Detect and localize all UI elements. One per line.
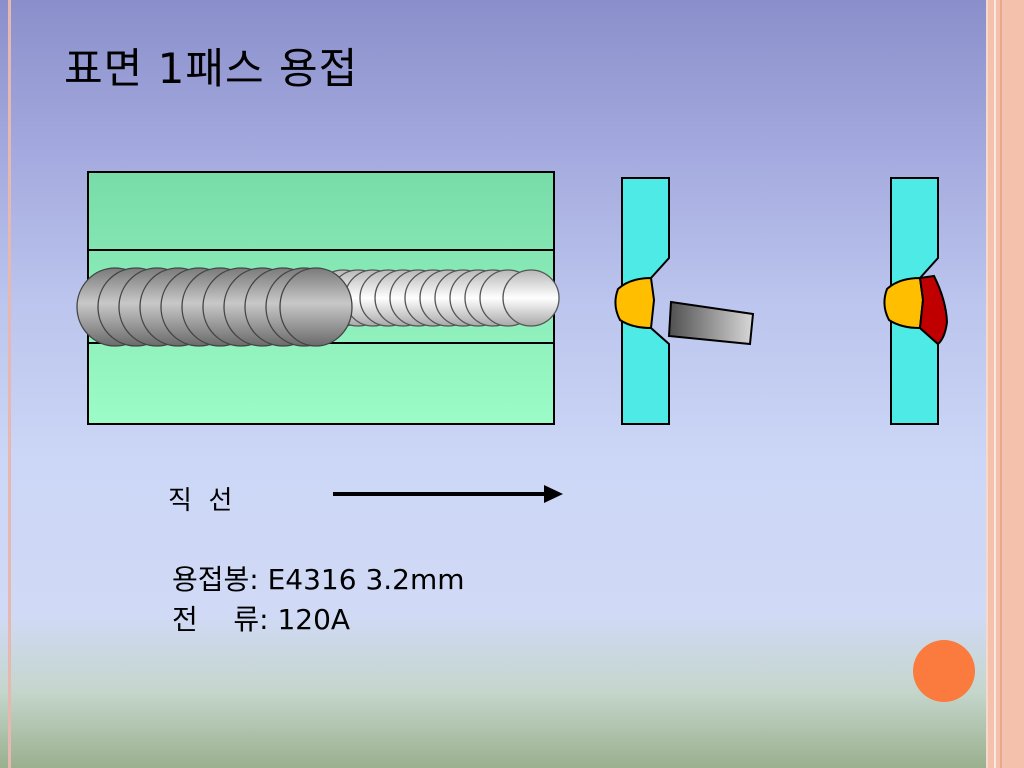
right-arrow-icon (333, 485, 563, 503)
left-edge-line (8, 0, 11, 768)
cross-section-during-weld (614, 177, 755, 425)
slide-title: 표면 1패스 용접 (64, 44, 359, 93)
right-decorative-strip (986, 0, 1024, 768)
current-spec: 전 류: 120A (172, 603, 351, 636)
decorative-orange-dot (913, 640, 975, 702)
cross-section-after-weld (883, 177, 949, 425)
weld-bead-dark (76, 267, 353, 347)
rod-spec: 용접봉: E4316 3.2mm (172, 563, 465, 596)
direction-label: 직 선 (168, 486, 233, 516)
